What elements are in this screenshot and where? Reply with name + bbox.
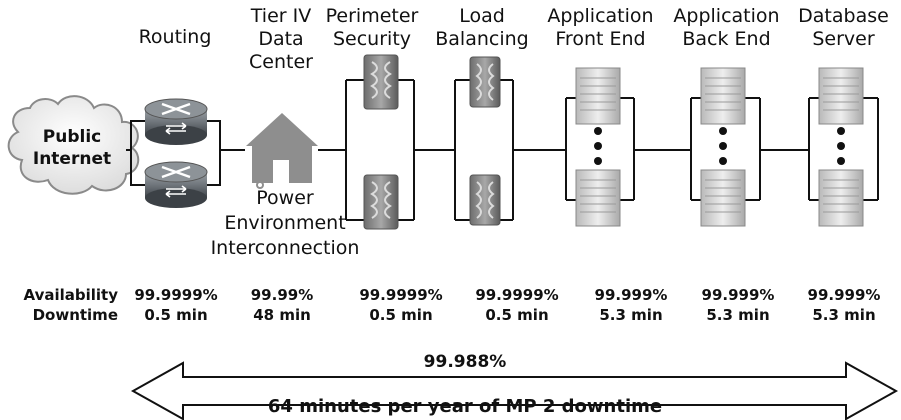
server-icon <box>575 169 621 227</box>
header-line: Server <box>812 28 875 50</box>
header-datacenter: Tier IV Data Center <box>236 5 326 74</box>
header-database: Database Server <box>791 5 896 51</box>
ellipsis-dots-icon <box>719 127 727 165</box>
ellipsis-dots-icon <box>837 127 845 165</box>
header-line: Application <box>673 5 780 27</box>
header-load: Load Balancing <box>432 5 532 51</box>
header-line: Load <box>459 5 505 27</box>
header-line: Tier IV <box>250 5 312 27</box>
metric-database: 99.999% 5.3 min <box>789 285 899 325</box>
header-routing: Routing <box>125 26 225 49</box>
header-line: Routing <box>138 26 212 48</box>
row-labels: Availability Downtime <box>0 285 119 325</box>
header-line: Front End <box>555 28 646 50</box>
header-line: Database <box>798 5 889 27</box>
availability-value: 99.999% <box>594 286 668 304</box>
server-icon <box>575 67 621 125</box>
server-icon <box>818 169 864 227</box>
total-downtime: 64 minutes per year of MP 2 downtime <box>267 396 663 417</box>
load-balancer-icon <box>469 56 501 108</box>
power-line: Interconnection <box>210 237 360 259</box>
power-line: Power <box>256 187 314 209</box>
metric-load: 99.9999% 0.5 min <box>462 285 572 325</box>
downtime-value: 0.5 min <box>369 306 433 324</box>
availability-value: 99.99% <box>250 286 314 304</box>
downtime-value: 5.3 min <box>706 306 770 324</box>
cloud-label-line: Internet <box>32 149 112 169</box>
header-line: Security <box>332 28 412 50</box>
downtime-value: 5.3 min <box>812 306 876 324</box>
router-icon <box>144 98 208 145</box>
total-availability: 99.988% <box>423 352 507 372</box>
power-label: Power Environment Interconnection <box>195 186 375 261</box>
metric-app-back: 99.999% 5.3 min <box>683 285 793 325</box>
connection-lines <box>126 79 879 221</box>
double-arrow-icon <box>130 361 899 420</box>
power-line: Environment <box>224 212 346 234</box>
server-icon <box>700 169 746 227</box>
header-line: Back End <box>682 28 771 50</box>
metric-perimeter: 99.9999% 0.5 min <box>346 285 456 325</box>
header-app-front: Application Front End <box>538 5 663 51</box>
availability-value: 99.999% <box>701 286 775 304</box>
header-line: Perimeter <box>325 5 419 27</box>
availability-value: 99.999% <box>807 286 881 304</box>
ellipsis-dots-icon <box>594 127 602 165</box>
server-icon <box>818 67 864 125</box>
availability-value: 99.9999% <box>134 286 218 304</box>
metric-routing: 99.9999% 0.5 min <box>121 285 231 325</box>
server-icon <box>700 67 746 125</box>
metric-datacenter: 99.99% 48 min <box>227 285 337 325</box>
header-line: Balancing <box>435 28 529 50</box>
header-line: Data <box>258 28 304 50</box>
downtime-value: 0.5 min <box>144 306 208 324</box>
metric-app-front: 99.999% 5.3 min <box>576 285 686 325</box>
header-app-back: Application Back End <box>664 5 789 51</box>
availability-label: Availability <box>23 286 119 304</box>
router-icon <box>144 161 208 208</box>
downtime-value: 48 min <box>253 306 311 324</box>
firewall-icon <box>363 54 399 110</box>
cloud-label: Public Internet <box>22 126 122 170</box>
header-perimeter: Perimeter Security <box>322 5 422 51</box>
firewall-icon <box>363 174 399 230</box>
downtime-label: Downtime <box>32 306 118 324</box>
datacenter-house-icon <box>246 113 318 189</box>
downtime-value: 0.5 min <box>485 306 549 324</box>
cloud-icon <box>7 95 140 195</box>
availability-value: 99.9999% <box>359 286 443 304</box>
header-line: Center <box>249 51 313 73</box>
availability-value: 99.9999% <box>475 286 559 304</box>
downtime-value: 5.3 min <box>599 306 663 324</box>
cloud-label-line: Public <box>42 127 102 147</box>
load-balancer-icon <box>469 174 501 226</box>
header-line: Application <box>547 5 654 27</box>
